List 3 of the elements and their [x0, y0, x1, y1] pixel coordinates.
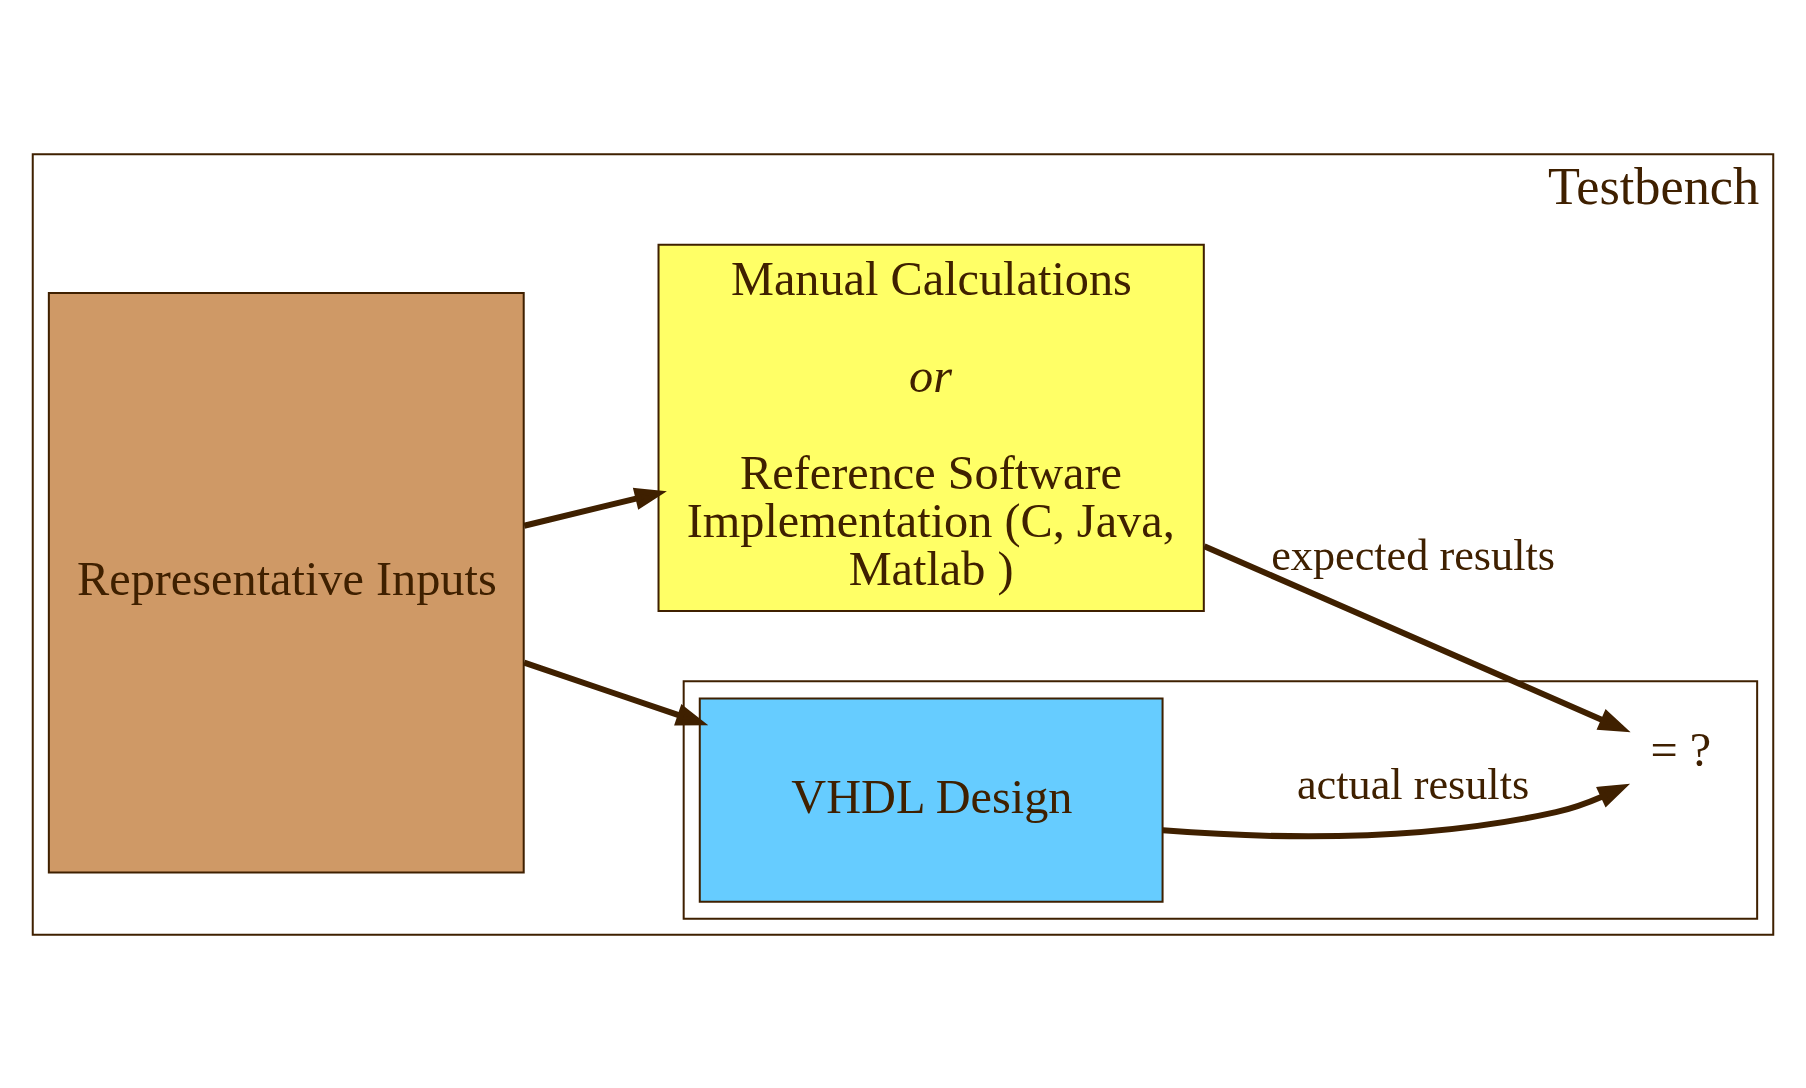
edge-label: expected results [1271, 530, 1555, 580]
node-text: = ? [1650, 722, 1712, 776]
edge-label: actual results [1296, 759, 1530, 809]
